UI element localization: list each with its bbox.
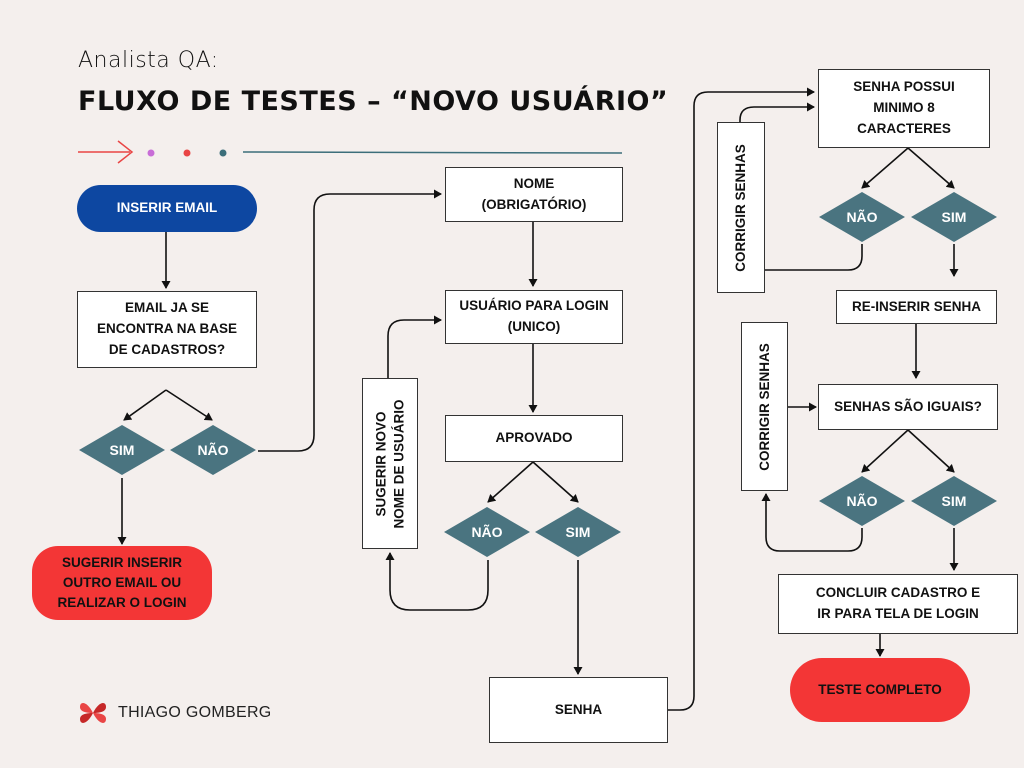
suggest-new-username-line-1: SUGERIR NOVO [373, 410, 389, 517]
password-min-line-3: CARACTERES [857, 120, 951, 136]
brand: THIAGO GOMBERG [78, 698, 272, 728]
email-yes-label: SIM [109, 442, 135, 458]
passwords-match-box: SENHAS SÃO IGUAIS? [818, 384, 998, 430]
min-length-no-label: NÃO [846, 209, 878, 225]
insert-email-start: INSERIR EMAIL [77, 185, 257, 232]
fix-passwords-label-1: CORRIGIR SENHAS [733, 143, 749, 272]
connector [387, 315, 442, 378]
x-flower-logo-icon [80, 703, 106, 723]
match-no-label: NÃO [846, 493, 878, 509]
approved-no-diamond: NÃO [444, 507, 530, 557]
connector [861, 429, 909, 473]
min-length-yes-label: SIM [941, 209, 967, 225]
fix-passwords-box-1: CORRIGIR SENHAS [717, 122, 765, 293]
reenter-password-box: RE-INSERIR SENHA [836, 290, 997, 324]
connector [385, 552, 489, 611]
connector [765, 244, 863, 271]
divider-line [242, 151, 623, 154]
password-min-length-box: SENHA POSSUI MINIMO 8 CARACTERES [818, 69, 990, 148]
login-username-label: USUÁRIO PARA LOGIN [459, 298, 609, 314]
approved-label: APROVADO [495, 430, 573, 446]
email-exists-line-1: EMAIL JA SE [124, 300, 210, 316]
suggest-new-username-box: SUGERIR NOVO NOME DE USUÁRIO [362, 378, 418, 549]
test-complete-label: TESTE COMPLETO [818, 681, 942, 697]
arrow-right-icon [78, 140, 134, 164]
teal-dot-icon [219, 149, 227, 157]
subtitle: Analista QA: [78, 48, 219, 73]
approved-no-label: NÃO [471, 524, 503, 540]
suggest-new-username-text: SUGERIR NOVO NOME DE USUÁRIO [372, 399, 407, 528]
name-label: NOME [513, 175, 555, 191]
password-min-line-2: MINIMO 8 [873, 100, 935, 116]
login-username-unique-label: (UNICO) [507, 319, 561, 334]
email-no-label: NÃO [197, 442, 229, 458]
brand-name: THIAGO GOMBERG [118, 704, 272, 721]
approved-box: APROVADO [445, 415, 623, 462]
connector [487, 461, 534, 503]
name-required-box: NOME (OBRIGATÓRIO) [445, 167, 623, 222]
suggest-other-email-end: SUGERIR INSERIR OUTRO EMAIL OU REALIZAR … [32, 546, 212, 620]
password-label: SENHA [554, 701, 603, 717]
min-length-yes-diamond: SIM [911, 192, 997, 242]
connector [165, 389, 213, 421]
connector [123, 389, 167, 421]
fix-passwords-label-2: CORRIGIR SENHAS [756, 342, 772, 471]
fix-passwords-box-2: CORRIGIR SENHAS [741, 322, 788, 491]
finish-registration-box: CONCLUIR CADASTRO E IR PARA TELA DE LOGI… [778, 574, 1018, 634]
approved-yes-label: SIM [565, 524, 591, 540]
match-no-diamond: NÃO [819, 476, 905, 526]
connector [907, 147, 955, 189]
suggest-other-email-line-2: OUTRO EMAIL OU [62, 574, 182, 590]
reenter-password-label: RE-INSERIR SENHA [851, 298, 981, 314]
login-username-box: USUÁRIO PARA LOGIN (UNICO) [445, 290, 623, 344]
name-required-label: (OBRIGATÓRIO) [481, 196, 587, 212]
finish-registration-line-1: CONCLUIR CADASTRO E [815, 585, 981, 601]
approved-yes-diamond: SIM [535, 507, 621, 557]
match-yes-label: SIM [941, 493, 967, 509]
page-title: FLUXO DE TESTES – “NOVO USUÁRIO” [78, 86, 669, 117]
connector [739, 102, 815, 122]
connector [861, 147, 909, 189]
finish-registration-line-2: IR PARA TELA DE LOGIN [817, 606, 979, 621]
insert-email-label: INSERIR EMAIL [116, 200, 218, 216]
password-box: SENHA [489, 677, 668, 743]
email-no-diamond: NÃO [170, 425, 256, 475]
email-yes-diamond: SIM [79, 425, 165, 475]
email-exists-line-2: ENCONTRA NA BASE [96, 321, 237, 337]
min-length-no-diamond: NÃO [819, 192, 905, 242]
suggest-other-email-line-1: SUGERIR INSERIR [61, 554, 183, 570]
connector [532, 461, 579, 503]
match-yes-diamond: SIM [911, 476, 997, 526]
suggest-new-username-line-2: NOME DE USUÁRIO [391, 398, 406, 529]
email-exists-question: EMAIL JA SE ENCONTRA NA BASE DE CADASTRO… [77, 291, 257, 368]
suggest-other-email-line-3: REALIZAR O LOGIN [57, 595, 187, 611]
passwords-match-label: SENHAS SÃO IGUAIS? [834, 398, 982, 414]
email-exists-line-3: DE CADASTROS? [108, 341, 226, 357]
pink-dot-icon [147, 149, 155, 157]
test-complete-end: TESTE COMPLETO [790, 658, 970, 722]
red-dot-icon [183, 149, 191, 157]
connector [907, 429, 955, 473]
password-min-line-1: SENHA POSSUI [853, 79, 955, 95]
